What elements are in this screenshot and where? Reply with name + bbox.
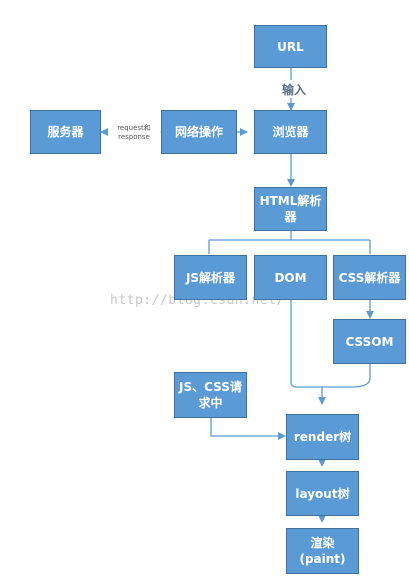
network-node: 网络操作: [161, 110, 237, 154]
request-response-label: request和response: [108, 124, 160, 142]
server-node: 服务器: [30, 110, 101, 154]
js-parser-node: JS解析器: [174, 255, 247, 300]
edge-cssom-merge: [322, 364, 371, 388]
css-parser-node: CSS解析器: [333, 255, 406, 300]
input-label: 输入: [281, 83, 306, 97]
url-node: URL: [254, 25, 327, 68]
render-tree-node: render树: [286, 414, 359, 460]
layout-tree-node: layout树: [286, 471, 359, 516]
html-parser-node: HTML解析器: [254, 187, 327, 231]
dom-node: DOM: [254, 255, 327, 300]
js-css-request-node: JS、CSS请求中: [174, 372, 247, 418]
edge-dom-merge: [290, 300, 322, 388]
edge-request-render: [210, 418, 286, 440]
edge-html-split: [208, 231, 371, 254]
browser-node: 浏览器: [254, 110, 327, 154]
cssom-node: CSSOM: [333, 319, 406, 364]
paint-node: 渲染(paint): [286, 528, 359, 574]
